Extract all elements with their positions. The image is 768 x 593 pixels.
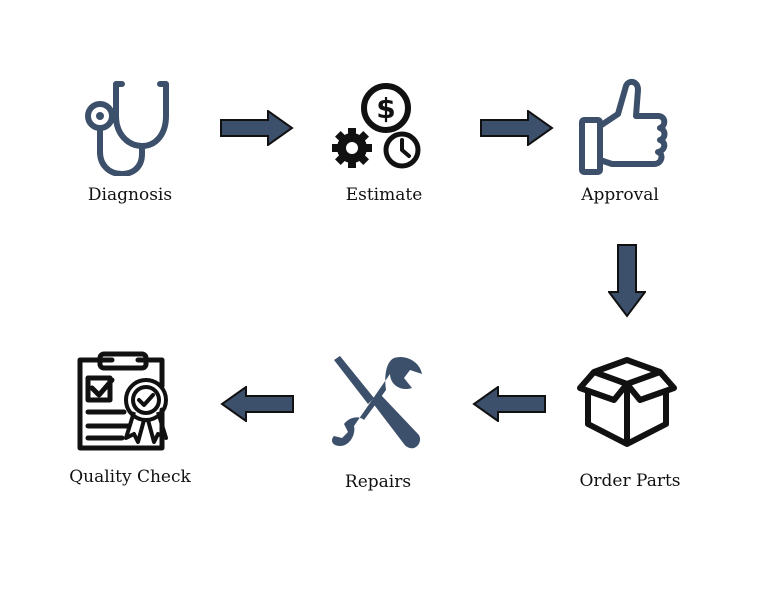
step-label: Quality Check <box>69 467 191 487</box>
clipboard-badge-icon <box>77 351 168 451</box>
stethoscope-icon <box>85 81 169 176</box>
wrench-screwdriver-icon <box>332 356 422 449</box>
money-gear-clock-icon: $ <box>332 83 421 169</box>
arrow-right-icon <box>480 110 554 146</box>
arrow-left-icon <box>220 386 294 422</box>
step-label: Estimate <box>345 185 423 205</box>
arrow-down-icon <box>608 244 646 318</box>
svg-text:$: $ <box>376 92 395 125</box>
step-label: Repairs <box>344 472 412 492</box>
thumbs-up-icon <box>579 78 668 175</box>
arrow-left-icon <box>472 386 546 422</box>
step-label: Order Parts <box>579 471 681 491</box>
box-icon <box>577 357 677 447</box>
step-label: Diagnosis <box>87 185 173 205</box>
step-label: Approval <box>581 185 659 205</box>
arrow-right-icon <box>220 110 294 146</box>
